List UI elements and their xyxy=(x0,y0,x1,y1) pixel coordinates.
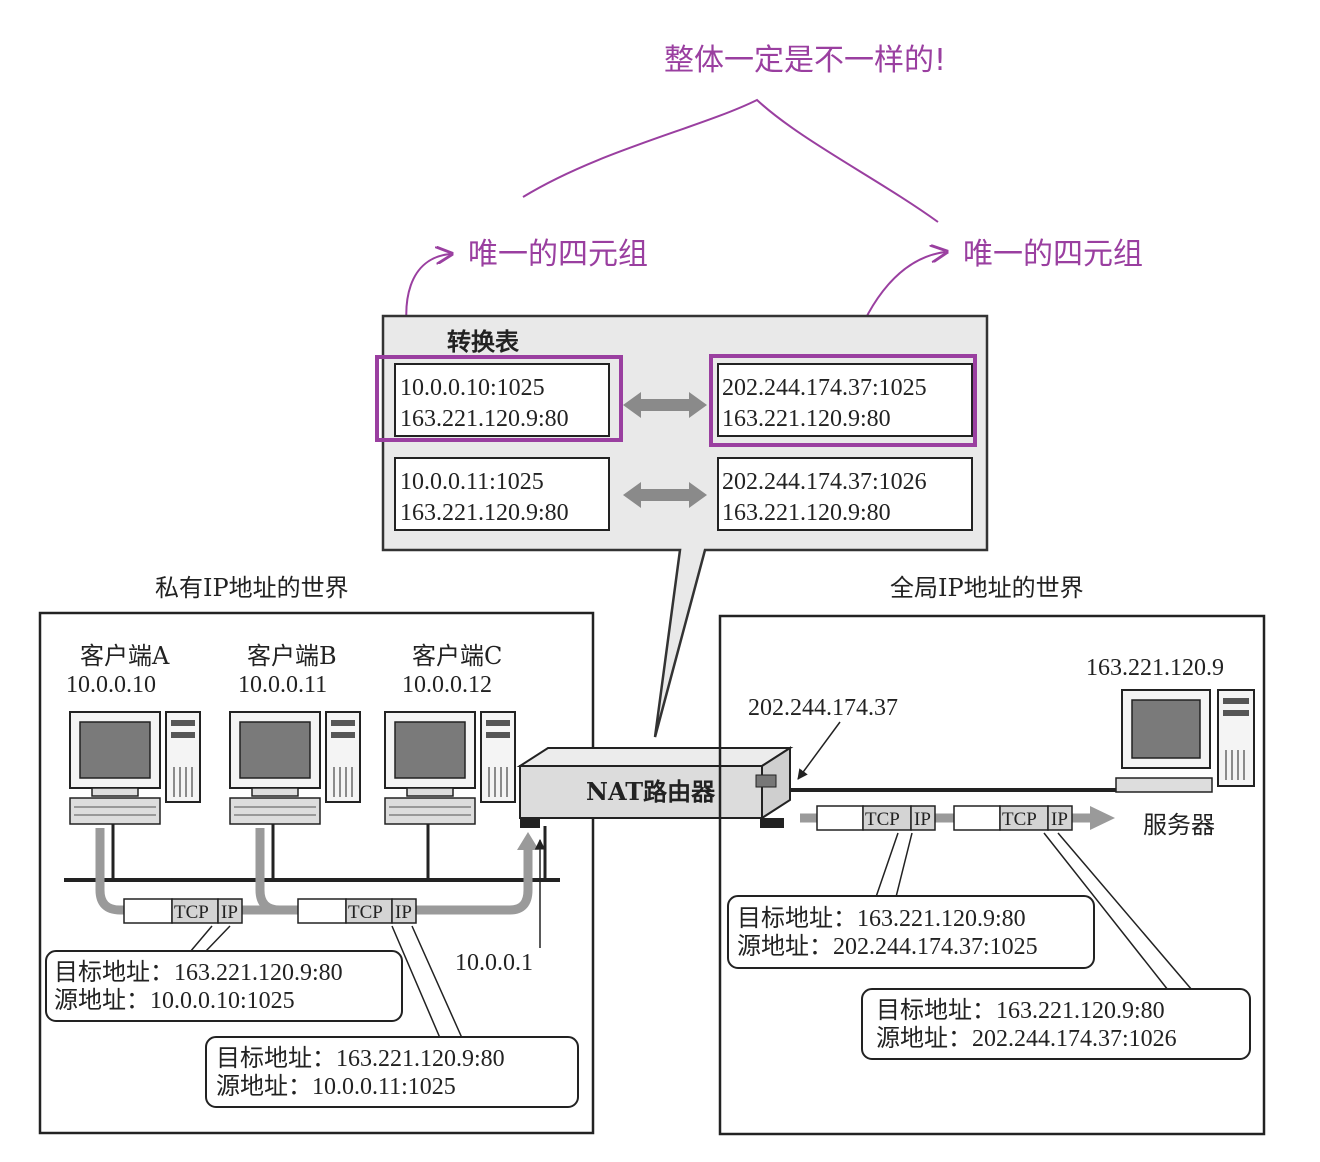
packet-private-1-ip-label: IP xyxy=(221,902,238,923)
packet-private-1 xyxy=(123,898,243,924)
callout-global-1-src: 源地址：202.244.174.37:1025 xyxy=(737,933,1038,960)
client-a-name: 客户端A xyxy=(80,642,170,670)
private-world-title: 私有IP地址的世界 xyxy=(155,574,349,602)
callout-private-1 xyxy=(45,950,403,1022)
client-b-computer-icon xyxy=(229,711,361,825)
table-row2-private-line2: 163.221.120.9:80 xyxy=(400,500,569,526)
server-computer-icon xyxy=(1115,689,1255,793)
packet-global-1 xyxy=(816,805,936,831)
packet-private-1-tcp-label: TCP xyxy=(174,902,209,923)
gateway-ip-label: 10.0.0.1 xyxy=(455,950,533,976)
packet-flow-arrowhead xyxy=(517,832,539,850)
packet-private-2-tcp-label: TCP xyxy=(348,902,383,923)
global-world-frame xyxy=(718,614,1266,1136)
table-row1-global-cell xyxy=(717,363,973,437)
callout-private-2 xyxy=(205,1036,579,1108)
packet-private-2-ip-label: IP xyxy=(395,902,412,923)
global-world-title: 全局IP地址的世界 xyxy=(890,574,1084,602)
packet-global-2-tcp-label: TCP xyxy=(1002,809,1037,830)
callout-global-1-dest: 目标地址：163.221.120.9:80 xyxy=(737,905,1026,932)
callout-private-2-dest: 目标地址：163.221.120.9:80 xyxy=(216,1045,505,1072)
packet-global-1-tcp-label: TCP xyxy=(865,809,900,830)
callout-private-1-leader xyxy=(189,925,231,953)
client-b-name: 客户端B xyxy=(247,642,337,670)
callout-global-2-src: 源地址：202.244.174.37:1026 xyxy=(876,1025,1177,1052)
server-label: 服务器 xyxy=(1143,811,1215,839)
callout-global-1 xyxy=(727,895,1095,969)
table-row1-global-line1: 202.244.174.37:1025 xyxy=(722,375,927,401)
table-row2-global-line1: 202.244.174.37:1026 xyxy=(722,469,927,495)
table-row1-global-line2: 163.221.120.9:80 xyxy=(722,406,891,432)
callout-private-1-src: 源地址：10.0.0.10:1025 xyxy=(54,987,295,1014)
router-global-ip-pointer xyxy=(797,721,841,780)
table-row2-private-cell xyxy=(394,457,610,531)
table-row1-private-cell xyxy=(394,363,610,437)
client-a-ip: 10.0.0.10 xyxy=(66,672,156,698)
router-global-ip-label: 202.244.174.37 xyxy=(748,695,898,721)
client-b-ip: 10.0.0.11 xyxy=(238,672,327,698)
callout-global-2-leader xyxy=(1043,832,1193,991)
callout-global-2-dest: 目标地址：163.221.120.9:80 xyxy=(876,997,1165,1024)
packet-flow-global-arrowhead xyxy=(1090,806,1115,830)
table-row2-global-cell xyxy=(717,457,973,531)
table-row2-private-line1: 10.0.0.11:1025 xyxy=(400,469,544,495)
table-row1-mapping-arrow xyxy=(623,392,707,418)
translation-table-title: 转换表 xyxy=(447,327,520,356)
client-c-name: 客户端C xyxy=(412,642,502,670)
callout-global-2 xyxy=(861,988,1251,1060)
table-row2-global-line2: 163.221.120.9:80 xyxy=(722,500,891,526)
client-a-computer-icon xyxy=(69,711,201,825)
packet-flow-path-a xyxy=(95,828,533,915)
client-c-computer-icon xyxy=(384,711,516,825)
nat-router-icon xyxy=(516,746,794,828)
client-c-ip: 10.0.0.12 xyxy=(402,672,492,698)
nat-router-label: NAT路由器 xyxy=(586,777,716,806)
packet-global-2-ip-label: IP xyxy=(1051,809,1068,830)
callout-private-1-dest: 目标地址：163.221.120.9:80 xyxy=(54,959,343,986)
table-row1-private-line2: 163.221.120.9:80 xyxy=(400,406,569,432)
callout-private-2-src: 源地址：10.0.0.11:1025 xyxy=(216,1073,456,1100)
annotation-left-note: 唯一的四元组 xyxy=(468,237,648,272)
annotation-bracket xyxy=(522,98,939,223)
private-world-frame xyxy=(38,611,595,1135)
server-ip-label: 163.221.120.9 xyxy=(1086,655,1224,681)
callout-global-1-leader xyxy=(875,832,913,898)
packet-global-1-ip-label: IP xyxy=(914,809,931,830)
highlight-box-private xyxy=(375,355,623,442)
packet-flow-path-b xyxy=(255,828,281,915)
annotation-top-note: 整体一定是不一样的! xyxy=(664,43,946,78)
packet-private-2 xyxy=(297,898,417,924)
table-row2-mapping-arrow xyxy=(623,482,707,508)
highlight-box-global xyxy=(709,354,977,447)
table-row1-private-line1: 10.0.0.10:1025 xyxy=(400,375,545,401)
packet-global-2 xyxy=(953,805,1073,831)
callout-private-2-leader xyxy=(391,925,463,1039)
annotation-right-note: 唯一的四元组 xyxy=(963,237,1143,272)
